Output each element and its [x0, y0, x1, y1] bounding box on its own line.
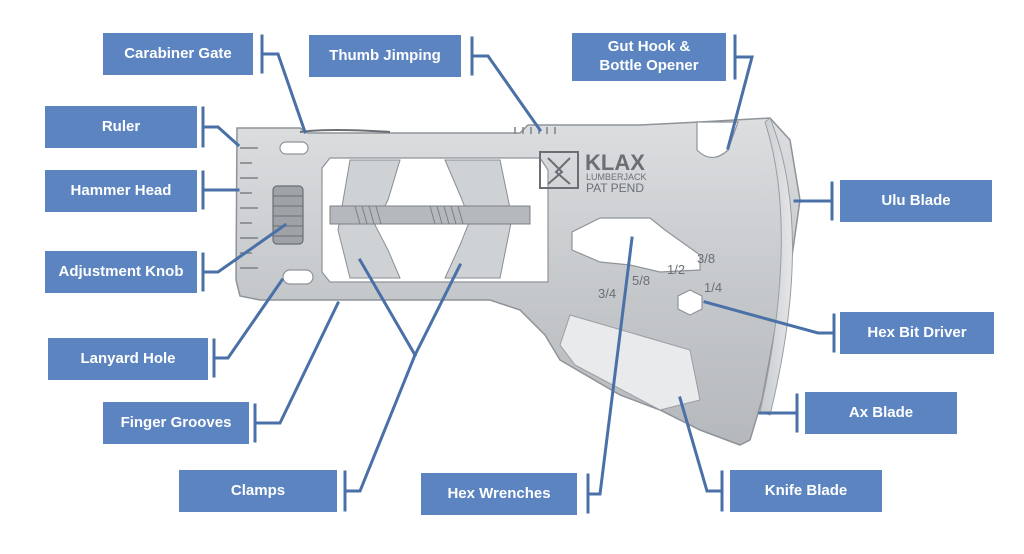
- model-engraving: LUMBERJACK: [586, 172, 647, 182]
- label-ax-blade: Ax Blade: [805, 392, 957, 434]
- label-hex-wrenches: Hex Wrenches: [421, 473, 577, 515]
- leader-clamps: [343, 353, 417, 493]
- label-thumb-jimping: Thumb Jimping: [309, 35, 461, 77]
- leader-ulu-blade: [793, 181, 834, 203]
- thread-marks: [354, 205, 464, 225]
- label-hex-bit-driver: Hex Bit Driver: [840, 312, 994, 354]
- label-knife-blade: Knife Blade: [730, 470, 882, 512]
- label-ulu-blade: Ulu Blade: [840, 180, 992, 222]
- size-label: 1/2: [667, 262, 685, 277]
- label-clamps: Clamps: [179, 470, 337, 512]
- leader-carabiner-gate: [260, 34, 307, 134]
- label-carabiner-gate: Carabiner Gate: [103, 33, 253, 75]
- size-label: 5/8: [632, 273, 650, 288]
- label-lanyard-hole: Lanyard Hole: [48, 338, 208, 380]
- leader-lines: [201, 34, 836, 514]
- label-adjustment-knob: Adjustment Knob: [45, 251, 197, 293]
- leader-ruler: [201, 106, 241, 148]
- leader-hammer-head: [201, 170, 240, 192]
- label-hammer-head: Hammer Head: [45, 170, 197, 212]
- ruler-ticks: [240, 147, 258, 269]
- label-gut-hook-bottle-opener: Gut Hook &Bottle Opener: [572, 33, 726, 81]
- leader-finger-grooves: [253, 300, 341, 425]
- patent-engraving: PAT PEND: [586, 181, 644, 195]
- label-finger-grooves: Finger Grooves: [103, 402, 249, 444]
- brand-engraving: KLAX: [585, 150, 645, 175]
- klax-logo-mark: [539, 151, 579, 189]
- label-ruler: Ruler: [45, 106, 197, 148]
- size-label: 1/4: [704, 280, 722, 295]
- size-label: 3/4: [598, 286, 616, 301]
- size-label: 3/8: [697, 251, 715, 266]
- engravings: KLAX LUMBERJACK PAT PEND 3/4 5/8 1/2 3/8…: [585, 150, 722, 301]
- tool-body: [235, 117, 801, 446]
- leader-thumb-jimping: [470, 36, 543, 133]
